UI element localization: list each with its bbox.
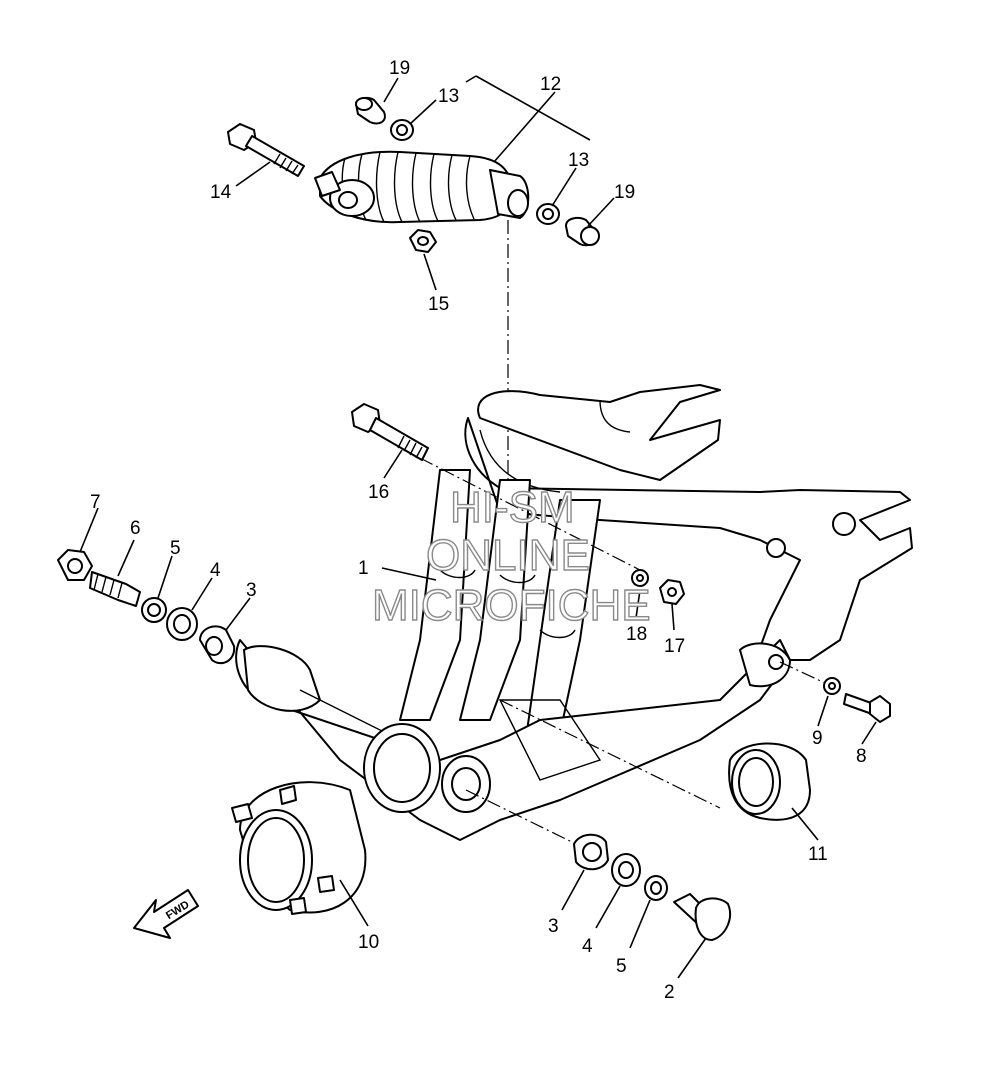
swingarm bbox=[235, 384, 913, 841]
cover-10 bbox=[231, 781, 367, 915]
bearing-3-left bbox=[199, 625, 236, 665]
part-labels: 19 13 12 13 19 14 15 16 1 7 6 5 4 3 18 1… bbox=[90, 58, 867, 1003]
bearing-3-right bbox=[573, 833, 609, 871]
label-part-7: 7 bbox=[90, 492, 101, 513]
bolt-16 bbox=[351, 403, 429, 461]
watermark-line-2: ONLINE bbox=[426, 531, 590, 580]
pivot-bolt-2 bbox=[673, 893, 731, 941]
washer-18 bbox=[631, 569, 649, 587]
nut-17 bbox=[659, 579, 685, 605]
oil-seal-4-right bbox=[611, 853, 641, 887]
washer-13-right bbox=[536, 203, 560, 225]
pivot-shaft-6 bbox=[89, 571, 141, 607]
cover-axis bbox=[499, 699, 721, 809]
label-part-1: 1 bbox=[358, 558, 369, 579]
nut-15 bbox=[409, 229, 437, 253]
bolt-8 bbox=[843, 693, 891, 723]
bolt-16-axis bbox=[419, 457, 641, 571]
forward-arrow-icon: FWD bbox=[133, 889, 199, 939]
label-part-8: 8 bbox=[856, 746, 867, 767]
washer-13-top bbox=[390, 119, 414, 141]
collar-19-top bbox=[355, 96, 386, 125]
pivot-axis-right bbox=[465, 789, 581, 847]
label-part-3-right: 3 bbox=[548, 916, 559, 937]
label-part-18: 18 bbox=[626, 624, 647, 645]
collar-5-right bbox=[644, 875, 668, 901]
label-part-11: 11 bbox=[808, 844, 828, 865]
label-part-2: 2 bbox=[664, 982, 675, 1003]
label-part-10: 10 bbox=[358, 932, 379, 953]
label-part-3-left: 3 bbox=[246, 580, 257, 601]
watermark-line-1: HI-SM bbox=[450, 483, 575, 532]
label-part-4-left: 4 bbox=[210, 560, 221, 581]
rear-shock-absorber bbox=[314, 150, 530, 224]
collar-19-right bbox=[565, 217, 600, 247]
label-part-12: 12 bbox=[540, 74, 561, 95]
label-part-19-top: 19 bbox=[389, 58, 410, 79]
label-part-19-right: 19 bbox=[614, 182, 635, 203]
cover-11 bbox=[728, 742, 811, 821]
leader-lines bbox=[79, 75, 877, 979]
label-part-13-top: 13 bbox=[438, 86, 459, 107]
label-part-4-right: 4 bbox=[582, 936, 593, 957]
oil-seal-4-left bbox=[166, 607, 198, 641]
label-part-14: 14 bbox=[210, 182, 232, 203]
label-part-13-right: 13 bbox=[568, 150, 589, 171]
label-part-15: 15 bbox=[428, 294, 449, 315]
washer-9 bbox=[823, 677, 841, 695]
label-part-17: 17 bbox=[664, 636, 685, 657]
watermark-line-3: MICROFICHE bbox=[372, 581, 651, 630]
label-part-9: 9 bbox=[812, 728, 823, 749]
collar-5-left bbox=[141, 597, 167, 623]
watermark: HI-SM ONLINE MICROFICHE bbox=[371, 482, 651, 630]
label-part-5-right: 5 bbox=[616, 956, 627, 977]
label-part-6: 6 bbox=[130, 518, 141, 539]
label-part-16: 16 bbox=[368, 482, 389, 503]
nut-7 bbox=[57, 549, 93, 581]
bolt-14 bbox=[227, 123, 305, 177]
label-part-5-left: 5 bbox=[170, 538, 181, 559]
